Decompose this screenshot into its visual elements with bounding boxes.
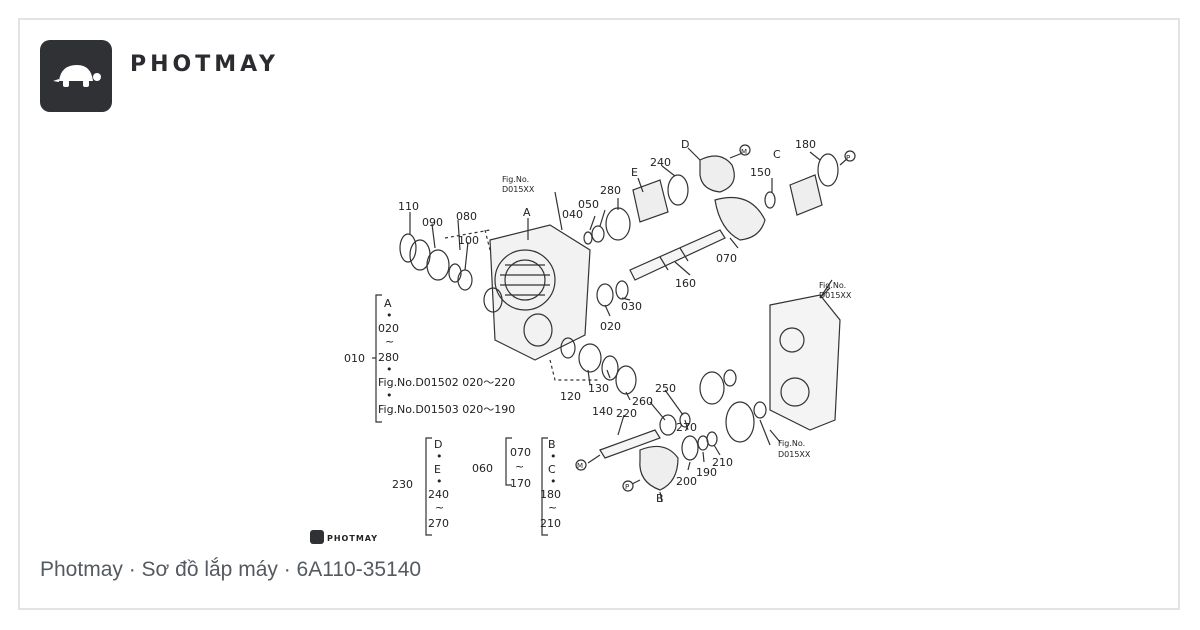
part-label: 080 <box>456 210 477 223</box>
part-label: 160 <box>675 277 696 290</box>
group-line: Fig.No.D01502 020～220 <box>378 376 515 389</box>
part-label: 210 <box>712 456 733 469</box>
group-line: A <box>384 297 392 310</box>
brand-name[interactable]: PHOTMAY <box>130 52 279 77</box>
part-label: B <box>656 492 664 505</box>
part-label: 090 <box>422 216 443 229</box>
part-label: D <box>681 138 689 151</box>
part-label: C <box>773 148 781 161</box>
group-line: 280 <box>378 351 399 364</box>
part-label: 120 <box>560 390 581 403</box>
group-line: ~ <box>515 460 524 473</box>
motor-symbol-label: M <box>741 148 747 156</box>
part-label: 250 <box>655 382 676 395</box>
watermark: PHOTMAY <box>310 530 378 544</box>
part-label: 040 <box>562 208 583 221</box>
part-label: 030 <box>621 300 642 313</box>
group-line: Fig.No.D01503 020～190 <box>378 403 515 416</box>
motor-symbol-label: M <box>577 462 583 470</box>
group-line: 270 <box>428 517 449 530</box>
group-line: • <box>386 363 393 376</box>
group-line: C <box>548 463 556 476</box>
group-line: • <box>550 475 557 488</box>
group-line: B <box>548 438 556 451</box>
group-line: ~ <box>435 501 444 514</box>
diagram-svg: 110 090 080 100 A Fig.No. D015XX 040 050… <box>310 138 856 544</box>
brand-logo[interactable] <box>40 40 112 112</box>
part-label: 050 <box>578 198 599 211</box>
part-label: 260 <box>632 395 653 408</box>
group-number: 010 <box>344 352 365 365</box>
part-label: A <box>523 206 531 219</box>
part-label: 110 <box>398 200 419 213</box>
group-line: • <box>386 309 393 322</box>
fig-ref-label: D015XX <box>778 450 811 459</box>
group-line: • <box>436 475 443 488</box>
content-card <box>18 18 1180 610</box>
group-line: • <box>436 450 443 463</box>
part-label: 150 <box>750 166 771 179</box>
part-label: E <box>631 166 638 179</box>
group-line: E <box>434 463 441 476</box>
group-line: 240 <box>428 488 449 501</box>
fig-ref-label: D015XX <box>819 291 852 300</box>
fig-ref-label: Fig.No. <box>819 281 846 290</box>
fig-ref-label: Fig.No. <box>502 175 529 184</box>
part-label: 140 <box>592 405 613 418</box>
group-line: 180 <box>540 488 561 501</box>
part-label: 270 <box>676 421 697 434</box>
group-line: • <box>550 450 557 463</box>
part-label: 020 <box>600 320 621 333</box>
part-label: 190 <box>696 466 717 479</box>
pump-symbol-label: P <box>625 483 629 491</box>
group-number: 230 <box>392 478 413 491</box>
group-line: 170 <box>510 477 531 490</box>
part-label: 130 <box>588 382 609 395</box>
group-line: ~ <box>548 501 557 514</box>
part-label: 100 <box>458 234 479 247</box>
exploded-parts-diagram: 110 090 080 100 A Fig.No. D015XX 040 050… <box>300 130 900 550</box>
group-line: 070 <box>510 446 531 459</box>
pump-symbol-label: P <box>846 154 850 162</box>
group-line: ~ <box>385 335 394 348</box>
part-label: 280 <box>600 184 621 197</box>
group-line: D <box>434 438 442 451</box>
part-label: 220 <box>616 407 637 420</box>
group-line: 210 <box>540 517 561 530</box>
part-label: 200 <box>676 475 697 488</box>
group-line: • <box>386 389 393 402</box>
turtle-icon <box>53 65 101 87</box>
group-number: 060 <box>472 462 493 475</box>
part-label: 180 <box>795 138 816 151</box>
fig-ref-label: D015XX <box>502 185 535 194</box>
part-label: 240 <box>650 156 671 169</box>
fig-ref-label: Fig.No. <box>778 439 805 448</box>
watermark-text: PHOTMAY <box>327 534 378 543</box>
group-line: 020 <box>378 322 399 335</box>
caption: Photmay · Sơ đồ lắp máy · 6A110-35140 <box>40 558 422 581</box>
part-label: 070 <box>716 252 737 265</box>
